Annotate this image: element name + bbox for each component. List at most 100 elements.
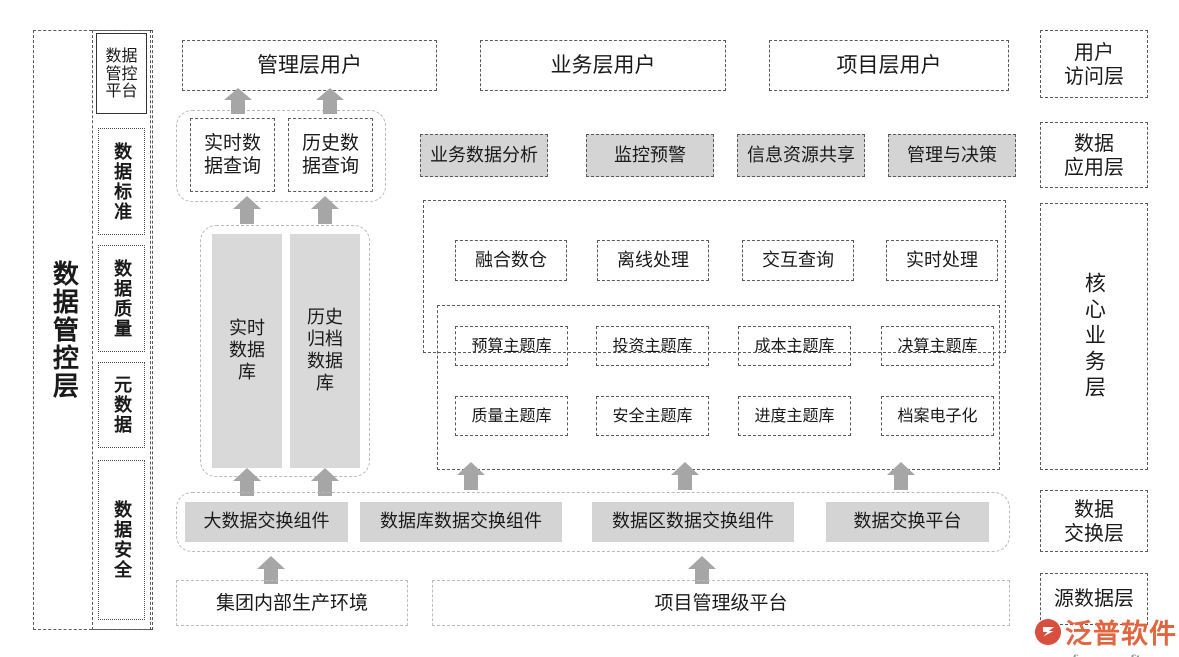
query-box-history[interactable]: 历史数据查询 [288, 118, 373, 192]
arrow-source-internal-to-exchange [256, 556, 286, 584]
query-box-realtime[interactable]: 实时数据查询 [190, 118, 275, 192]
exchange-box-bigdata[interactable]: 大数据交换组件 [185, 502, 348, 542]
left-item-data-quality-label: 数据质量 [111, 258, 133, 339]
database-box-realtime-label: 实时 数据 库 [229, 318, 265, 383]
subject-box-investment[interactable]: 投资主题库 [596, 326, 709, 366]
arrow-db-realtime-to-query [232, 196, 262, 224]
watermark-logo-icon [1035, 618, 1061, 645]
data-governance-layer-label: 数据管控层 [36, 230, 90, 430]
app-box-management-decision[interactable]: 管理与决策 [888, 134, 1016, 177]
subject-box-settlement[interactable]: 决算主题库 [881, 326, 994, 366]
database-box-history-archive-label: 历史 归档 数据 库 [307, 307, 343, 394]
arrow-db-history-to-query [310, 196, 340, 224]
right-layer-user-access-label: 用户访问层 [1064, 39, 1124, 88]
arrow-exchange-to-core-2 [670, 462, 700, 490]
core-box-realtime-processing-label: 实时处理 [906, 249, 978, 271]
core-box-fusion-warehouse[interactable]: 融合数仓 [455, 240, 567, 281]
watermark-fanpusoft: 泛普软件 www.fanpusoft.com [1033, 612, 1179, 657]
app-box-management-decision-label: 管理与决策 [907, 144, 997, 166]
left-item-metadata[interactable]: 元数据 [98, 362, 145, 448]
user-box-project-label: 项目层用户 [836, 53, 942, 78]
database-box-history-archive[interactable]: 历史 归档 数据 库 [290, 234, 360, 468]
subject-box-archive-digitization-label: 档案电子化 [897, 405, 978, 425]
right-layer-core-business[interactable]: 核心业务层 [1040, 203, 1148, 470]
subject-box-investment-label: 投资主题库 [612, 335, 693, 355]
core-box-offline-processing[interactable]: 离线处理 [597, 240, 709, 281]
arrow-exchange-to-core-1 [456, 462, 486, 490]
right-layer-source-data-label: 源数据层 [1054, 586, 1134, 611]
user-box-management[interactable]: 管理层用户 [182, 40, 437, 91]
app-box-info-sharing-label: 信息资源共享 [747, 144, 855, 166]
database-box-realtime[interactable]: 实时 数据 库 [212, 234, 282, 468]
data-governance-platform-box[interactable]: 数据管控平台 [96, 33, 147, 114]
right-layer-data-exchange-label: 数据交换层 [1064, 496, 1124, 545]
user-box-project[interactable]: 项目层用户 [769, 40, 1009, 91]
user-box-business-label: 业务层用户 [550, 53, 656, 78]
right-layer-data-exchange[interactable]: 数据交换层 [1040, 490, 1148, 552]
subject-box-budget[interactable]: 预算主题库 [455, 326, 568, 366]
exchange-box-platform-label: 数据交换平台 [853, 511, 962, 533]
app-box-info-sharing[interactable]: 信息资源共享 [737, 134, 865, 177]
right-layer-data-application-label: 数据应用层 [1064, 130, 1124, 179]
exchange-box-platform[interactable]: 数据交换平台 [826, 502, 989, 542]
source-box-internal-production-label: 集团内部生产环境 [215, 591, 368, 614]
subject-box-progress[interactable]: 进度主题库 [738, 396, 851, 436]
subject-box-safety-label: 安全主题库 [612, 405, 693, 425]
subject-box-settlement-label: 决算主题库 [897, 335, 978, 355]
watermark-brand: 泛普软件 [1065, 619, 1177, 650]
app-box-business-analysis-label: 业务数据分析 [430, 144, 538, 166]
subject-box-safety[interactable]: 安全主题库 [596, 396, 709, 436]
app-box-business-analysis[interactable]: 业务数据分析 [420, 134, 548, 177]
arrow-exchange-to-db-realtime [232, 468, 262, 496]
subject-box-quality-label: 质量主题库 [471, 405, 552, 425]
query-group-container [176, 110, 386, 202]
left-item-data-quality[interactable]: 数据质量 [98, 245, 145, 352]
data-exchange-container [176, 492, 1010, 552]
exchange-box-database[interactable]: 数据库数据交换组件 [360, 502, 562, 542]
core-box-interactive-query-label: 交互查询 [762, 249, 834, 271]
left-item-metadata-label: 元数据 [111, 375, 133, 435]
source-box-project-platform[interactable]: 项目管理级平台 [432, 580, 1010, 626]
left-item-data-security[interactable]: 数据安全 [98, 460, 145, 620]
subject-box-cost-label: 成本主题库 [754, 335, 835, 355]
exchange-box-datazone[interactable]: 数据区数据交换组件 [592, 502, 794, 542]
subject-box-cost[interactable]: 成本主题库 [738, 326, 851, 366]
arrow-exchange-to-core-3 [886, 462, 916, 490]
core-processing-container-right-edge [1004, 200, 1006, 353]
subject-box-archive-digitization[interactable]: 档案电子化 [881, 396, 994, 436]
core-subject-container [437, 305, 1000, 470]
subject-box-quality[interactable]: 质量主题库 [455, 396, 568, 436]
left-item-data-security-label: 数据安全 [111, 500, 133, 580]
app-box-monitoring-alert-label: 监控预警 [614, 144, 686, 166]
arrow-query-realtime-to-user [223, 88, 253, 114]
right-layer-core-business-label: 核心业务层 [1082, 271, 1107, 402]
arrow-source-project-to-exchange [687, 556, 717, 584]
arrow-exchange-to-db-history [310, 468, 340, 496]
source-box-project-platform-label: 项目管理级平台 [654, 591, 788, 614]
user-box-business[interactable]: 业务层用户 [480, 40, 726, 91]
core-processing-container [423, 200, 1006, 353]
arrow-query-history-to-user [315, 88, 345, 114]
left-panel-inner [92, 30, 151, 630]
query-box-history-label: 历史数据查询 [301, 132, 359, 177]
core-box-realtime-processing[interactable]: 实时处理 [886, 240, 998, 281]
right-layer-user-access[interactable]: 用户访问层 [1040, 30, 1148, 98]
watermark-url: www.fanpusoft.com [1036, 652, 1177, 657]
query-box-realtime-label: 实时数据查询 [203, 132, 261, 177]
data-governance-platform-label: 数据管控平台 [105, 45, 138, 101]
exchange-box-datazone-label: 数据区数据交换组件 [612, 511, 774, 533]
left-item-data-standard[interactable]: 数据标准 [98, 128, 145, 235]
right-layer-source-data[interactable]: 源数据层 [1040, 573, 1148, 625]
right-layer-data-application[interactable]: 数据应用层 [1040, 122, 1148, 188]
source-box-internal-production[interactable]: 集团内部生产环境 [176, 580, 408, 626]
app-box-monitoring-alert[interactable]: 监控预警 [586, 134, 714, 177]
database-group-container [200, 225, 370, 477]
core-box-fusion-warehouse-label: 融合数仓 [475, 249, 547, 271]
subject-box-progress-label: 进度主题库 [754, 405, 835, 425]
core-box-offline-processing-label: 离线处理 [617, 249, 689, 271]
exchange-box-bigdata-label: 大数据交换组件 [203, 511, 330, 533]
user-box-management-label: 管理层用户 [257, 53, 362, 78]
core-box-interactive-query[interactable]: 交互查询 [742, 240, 854, 281]
subject-box-budget-label: 预算主题库 [471, 335, 552, 355]
exchange-box-database-label: 数据库数据交换组件 [380, 511, 542, 533]
